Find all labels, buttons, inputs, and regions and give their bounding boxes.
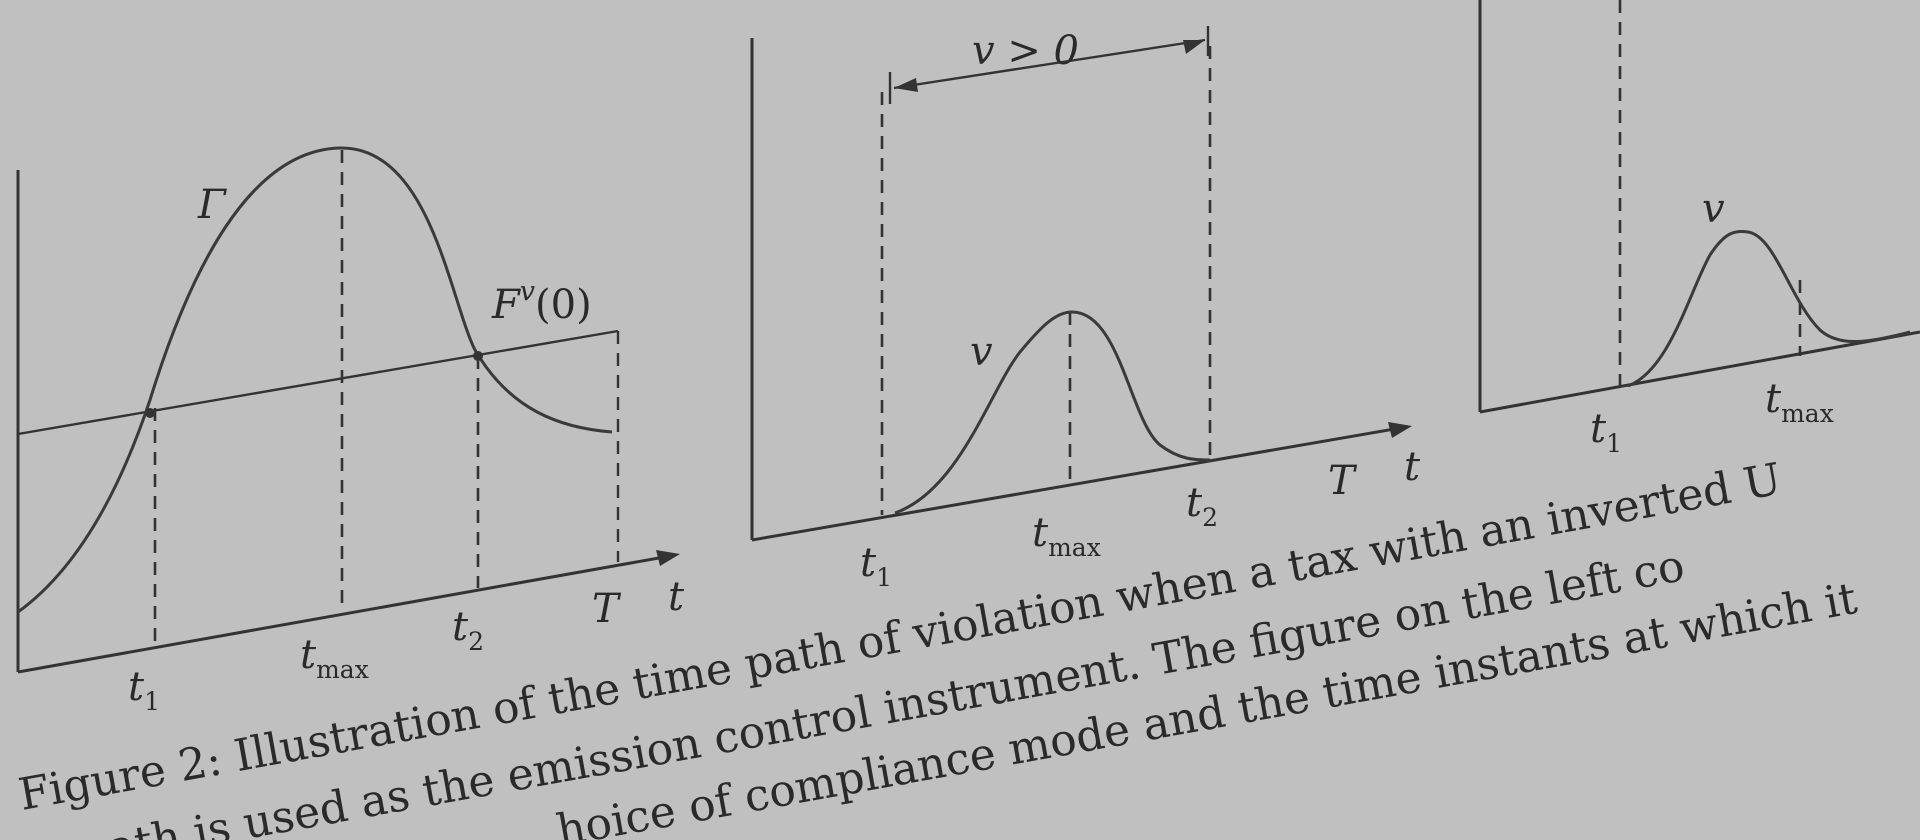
left-t1-label: t1 [128, 664, 160, 716]
left-gamma-curve [17, 146, 613, 614]
left-t-axis [17, 554, 671, 674]
middle-interval-arrow-left [894, 78, 918, 92]
left-fv0-label: Fv(0) [491, 276, 592, 328]
middle-T-label: T [1328, 458, 1358, 504]
left-t2-label: t2 [452, 604, 484, 656]
right-v-curve [1627, 229, 1911, 388]
middle-interval-line [893, 38, 1206, 90]
left-fv0-line [17, 329, 619, 436]
middle-t-axis-arrow [1388, 422, 1412, 438]
middle-t2-label: t2 [1186, 480, 1218, 532]
right-v-label: v [1702, 186, 1725, 232]
figure-caption: Figure 2: Illustration of the time path … [15, 454, 1861, 840]
middle-tmax-label: tmax [1032, 510, 1101, 562]
middle-t1-label: t1 [860, 540, 892, 592]
right-t-axis [1479, 330, 1920, 414]
middle-v-curve [894, 310, 1211, 515]
left-T-label: T [592, 586, 622, 632]
left-gamma-label: Γ [197, 182, 227, 228]
left-panel: Γ Fv(0) t1 tmax t2 T t [16, 146, 685, 716]
middle-interval-label: v > 0 [972, 28, 1079, 74]
middle-panel: v > 0 v t1 tmax t2 T t [750, 26, 1421, 592]
middle-t-axis-label: t [1404, 444, 1421, 490]
left-t-axis-label: t [668, 574, 685, 620]
right-tmax-label: tmax [1765, 376, 1834, 428]
middle-t-axis [751, 426, 1401, 542]
left-intersection-t1 [145, 408, 155, 418]
right-t1-label: t1 [1590, 406, 1622, 458]
left-tmax-label: tmax [300, 632, 369, 684]
right-panel: v t1 tmax [1478, 0, 1920, 458]
caption-line-3: hoice of compliance mode and the time in… [553, 573, 1861, 840]
left-t-axis-arrow [656, 550, 680, 566]
middle-interval-arrow-right [1183, 40, 1205, 54]
middle-v-label: v [970, 329, 993, 375]
